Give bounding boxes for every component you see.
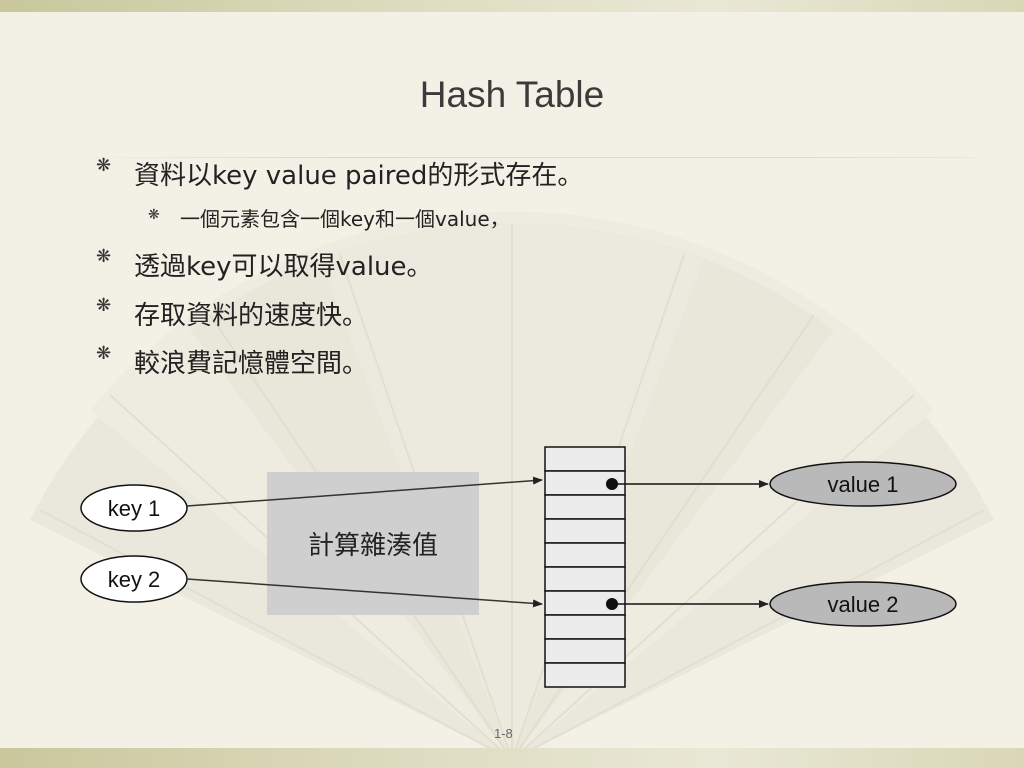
asterisk-bullet-icon: ❋ — [96, 343, 112, 364]
table-slot — [544, 446, 626, 472]
top-decor-band — [0, 0, 1024, 12]
asterisk-bullet-icon: ❋ — [96, 155, 112, 176]
key-node — [80, 484, 188, 532]
value-label: value 1 — [828, 472, 899, 497]
bullet-text: 資料以key value paired的形式存在。 — [134, 161, 584, 191]
value-node — [769, 461, 957, 507]
page-number: 1-8 — [494, 726, 513, 741]
bullet-text: 透過key可以取得value。 — [134, 252, 433, 282]
bullet-text: 較浪費記憶體空間。 — [134, 349, 369, 379]
hash-function-label: 計算雜湊值 — [308, 531, 438, 561]
hash-function-box — [267, 472, 479, 615]
slide-title: Hash Table — [419, 74, 605, 115]
value-label: value 2 — [828, 592, 899, 617]
table-slot — [544, 638, 626, 664]
hash-arrow — [186, 476, 543, 507]
table-slot — [544, 614, 626, 640]
table-slot — [544, 494, 626, 520]
bottom-decor-band — [0, 748, 1024, 768]
table-slot — [544, 518, 626, 544]
bullet-text: 存取資料的速度快。 — [134, 301, 369, 331]
table-slot — [544, 566, 626, 592]
hash-arrow — [186, 578, 543, 608]
table-slot — [544, 542, 626, 568]
title-divider — [60, 157, 975, 158]
asterisk-bullet-icon: ❋ — [96, 295, 112, 316]
bullet-text: 一個元素包含一個key和一個value， — [180, 207, 510, 231]
table-slot — [544, 662, 626, 688]
key-label: key 1 — [108, 496, 161, 521]
asterisk-bullet-icon: ❋ — [148, 207, 160, 223]
asterisk-bullet-icon: ❋ — [96, 246, 112, 267]
key-label: key 2 — [108, 567, 161, 592]
value-node — [769, 581, 957, 627]
